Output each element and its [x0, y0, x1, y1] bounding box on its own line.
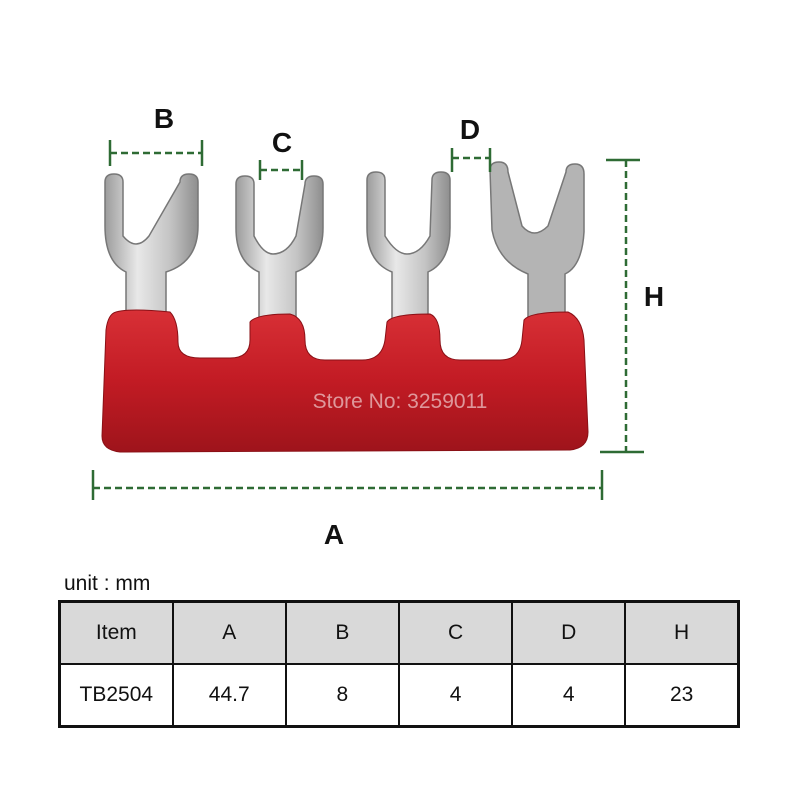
dimension-d: D	[450, 114, 492, 172]
cell-b: 8	[284, 663, 400, 728]
terminal-block-diagram: Store No: 3259011 B C D H A	[91, 103, 664, 550]
spade-fork-3	[366, 171, 451, 321]
spade-fork-4	[489, 161, 585, 321]
unit-label: unit : mm	[64, 572, 151, 595]
spade-fork-1	[104, 173, 199, 321]
cell-item: TB2504	[58, 663, 174, 728]
dimension-a-label: A	[324, 519, 344, 550]
cell-d: 4	[511, 663, 627, 728]
cell-a: 44.7	[171, 663, 287, 728]
dimension-c: C	[258, 127, 304, 180]
table-row: TB2504 44.7 8 4 4 23	[58, 663, 740, 728]
table-header-row: Item A B C D H	[58, 600, 740, 665]
spade-fork-2	[235, 175, 324, 321]
header-a: A	[171, 600, 287, 665]
dimension-h-label: H	[644, 281, 664, 312]
header-b: B	[284, 600, 400, 665]
store-watermark: Store No: 3259011	[313, 390, 488, 413]
header-h: H	[624, 600, 740, 665]
dimension-b: B	[108, 103, 204, 166]
cell-c: 4	[397, 663, 514, 728]
cell-h: 23	[624, 663, 740, 728]
dimension-a: A	[91, 470, 604, 550]
dimension-c-label: C	[272, 127, 292, 158]
header-c: C	[397, 600, 514, 665]
header-d: D	[511, 600, 627, 665]
spec-table: Item A B C D H TB2504 44.7 8 4 4 23	[58, 600, 740, 728]
header-item: Item	[58, 600, 174, 665]
red-insulating-bar: Store No: 3259011	[101, 309, 589, 453]
dimension-d-label: D	[460, 114, 480, 145]
dimension-h: H	[600, 158, 664, 454]
dimension-b-label: B	[154, 103, 174, 134]
